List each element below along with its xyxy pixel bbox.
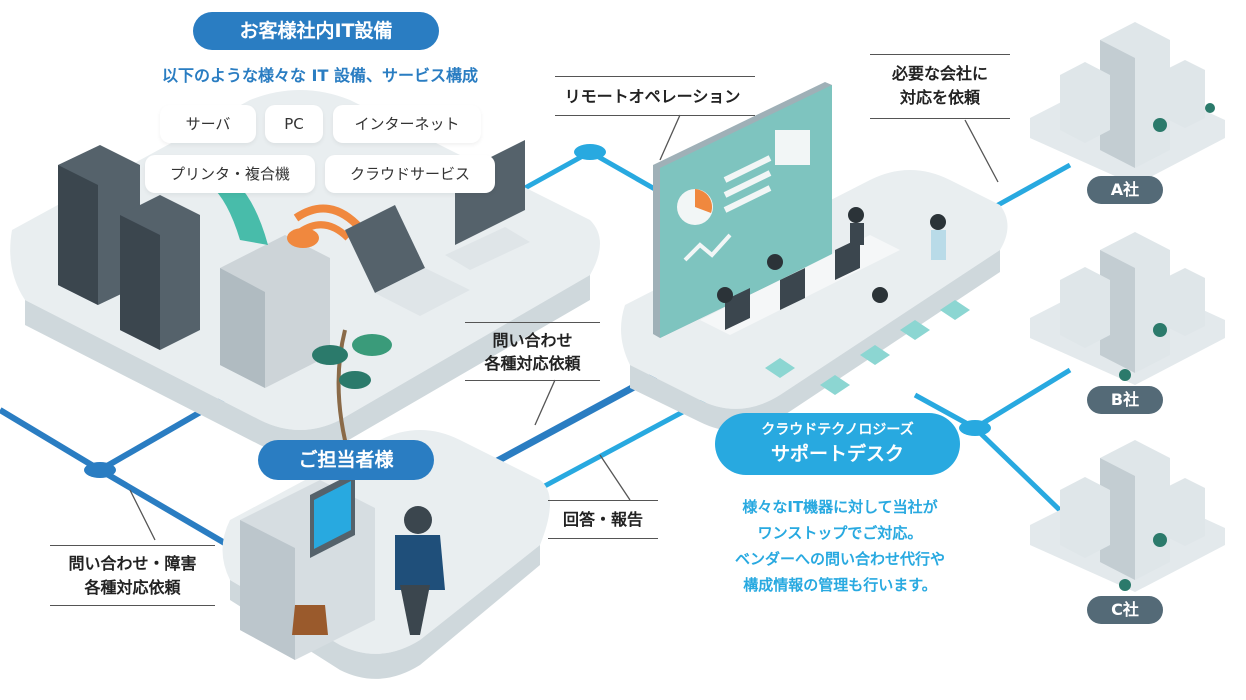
support-desk-desc-1: 様々なIT機器に対して当社が [742, 498, 938, 516]
company-a-badge: A社 [1087, 176, 1163, 204]
support-desk-label: クラウドテクノロジーズ サポートデスク [715, 413, 960, 475]
customer-it-title: お客様社内IT設備 [193, 12, 439, 50]
tag-server: サーバ [160, 105, 256, 143]
rule-request-top [870, 54, 1010, 55]
rule-inquiry-left-bottom [50, 605, 215, 606]
rule-request-bottom [870, 118, 1010, 119]
caption-inquiry-center-2: 各種対応依頼 [484, 354, 581, 373]
support-desk-desc-4: 構成情報の管理も行います。 [743, 576, 937, 594]
person-platform [222, 430, 550, 679]
rule-inquiry-center-top [465, 322, 600, 323]
customer-it-subtitle: 以下のような様々な IT 設備、サービス構成 [161, 66, 478, 85]
caption-reply-report: 回答・報告 [562, 510, 643, 529]
caption-inquiry-left-2: 各種対応依頼 [84, 578, 181, 597]
company-a [1030, 22, 1225, 185]
company-c [1030, 440, 1225, 592]
company-b [1030, 232, 1225, 385]
rule-reply-top [548, 500, 658, 501]
support-desk-desc-2: ワンストップでご対応。 [757, 524, 923, 542]
rule-inquiry-center-bottom [465, 380, 600, 381]
tag-printer: プリンタ・複合機 [145, 155, 315, 193]
tag-pc: PC [265, 105, 323, 143]
caption-request-company-1: 必要な会社に [891, 64, 988, 83]
caption-remote-operation: リモートオペレーション [564, 87, 741, 106]
support-desk-desc-3: ベンダーへの問い合わせ代行や [734, 550, 945, 568]
tag-cloud-service: クラウドサービス [325, 155, 495, 193]
rule-reply-bottom [548, 538, 658, 539]
leader-lines [129, 114, 999, 541]
rule-remote-top [555, 76, 755, 77]
caption-request-company-2: 対応を依頼 [899, 88, 980, 107]
company-c-badge: C社 [1087, 596, 1163, 624]
caption-inquiry-left-1: 問い合わせ・障害 [68, 554, 197, 573]
rule-remote-bottom [555, 115, 755, 116]
person-in-charge-label: ご担当者様 [258, 440, 434, 480]
support-desk-line1: クラウドテクノロジーズ [761, 422, 914, 438]
caption-inquiry-center-1: 問い合わせ [492, 331, 573, 350]
customer-platform [10, 90, 601, 461]
support-platform [621, 82, 1008, 432]
company-b-badge: B社 [1087, 386, 1163, 414]
tag-internet: インターネット [333, 105, 481, 143]
support-desk-line2: サポートデスク [770, 443, 904, 465]
rule-inquiry-left-top [50, 545, 215, 546]
